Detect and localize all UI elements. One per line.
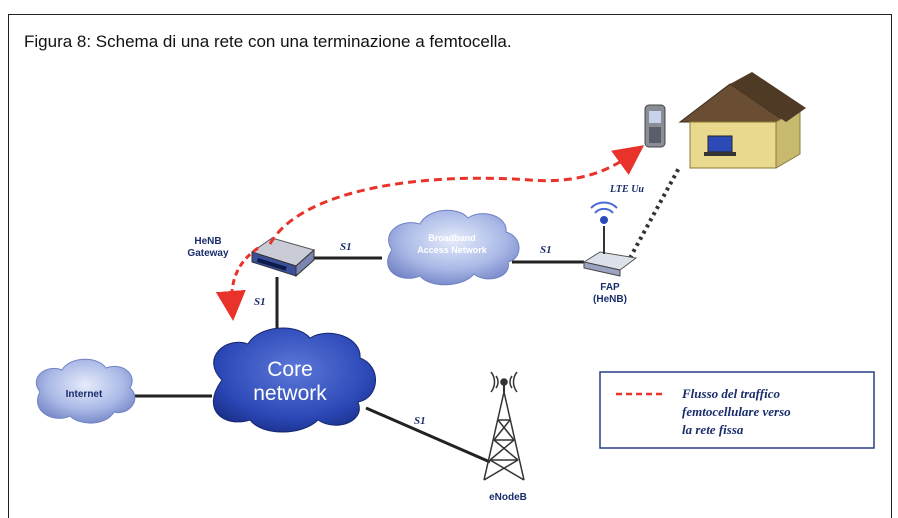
lte-uu-label: LTE Uu — [609, 184, 644, 195]
legend-line2: femtocellulare verso — [682, 404, 791, 419]
link-fap-home-wireless — [628, 165, 682, 259]
broadband-cloud: Broadband Access Network — [387, 209, 520, 286]
fap-device — [582, 201, 638, 277]
fap-label-line1: FAP — [600, 282, 620, 293]
s1-label-gateway-broadband: S1 — [340, 241, 352, 253]
gateway-device — [250, 237, 316, 278]
s1-label-core-enodeb: S1 — [414, 415, 426, 427]
enodeb-label: eNodeB — [489, 492, 527, 503]
core-network-cloud: Core network — [212, 327, 376, 433]
legend-line1: Flusso del traffico — [681, 386, 780, 401]
fap-label-line2: (HeNB) — [593, 294, 627, 305]
broadband-label-line2: Access Network — [417, 245, 488, 255]
phone-icon — [644, 104, 666, 148]
internet-cloud: Internet — [35, 358, 136, 424]
traffic-flow-arrow-to-core — [215, 246, 259, 321]
link-core-enodeb — [365, 406, 491, 464]
enodeb-tower-icon — [483, 371, 525, 481]
core-label-line2: network — [253, 382, 327, 405]
internet-label: Internet — [66, 389, 103, 400]
broadband-label-line1: Broadband — [428, 233, 476, 243]
s1-label-broadband-fap: S1 — [540, 244, 552, 256]
house-icon — [678, 72, 806, 169]
core-label-line1: Core — [267, 358, 313, 381]
legend-box: Flusso del traffico femtocellulare verso… — [599, 371, 875, 449]
legend-line3: la rete fissa — [682, 422, 744, 437]
gateway-label-line2: Gateway — [187, 248, 229, 259]
figure-caption: Figura 8: Schema di una rete con una ter… — [24, 32, 512, 51]
s1-label-gateway-core: S1 — [254, 296, 266, 308]
gateway-label-line1: HeNB — [194, 236, 221, 247]
